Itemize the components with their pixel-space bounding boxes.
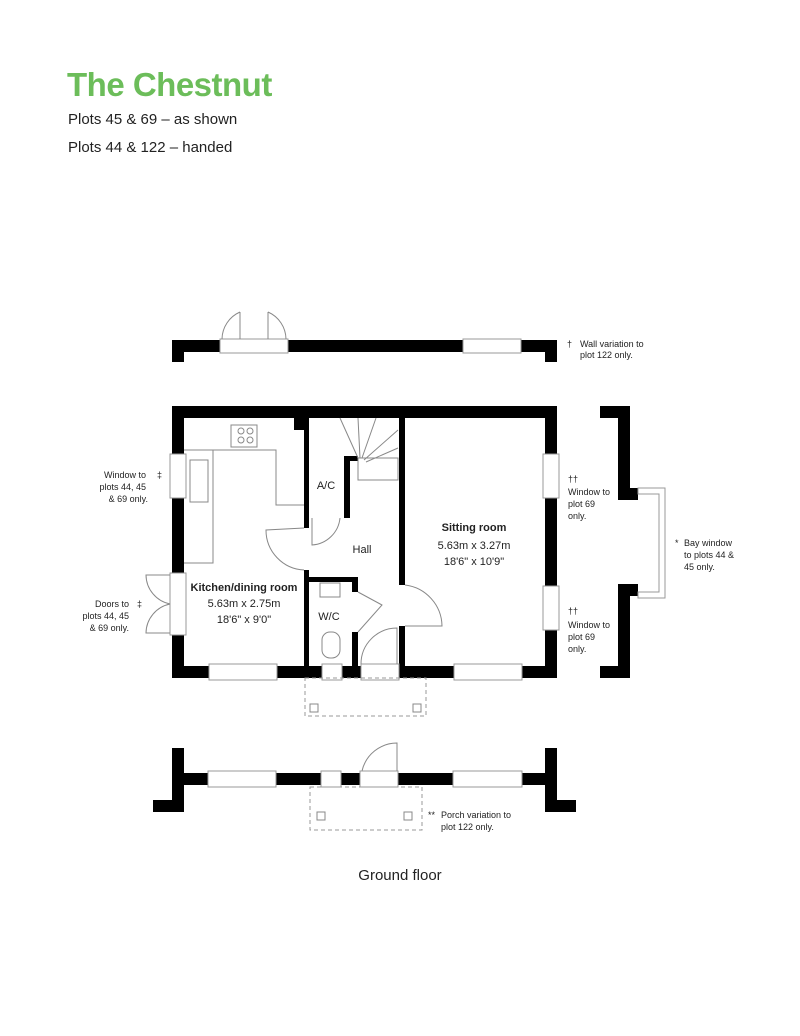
note-wall-variation: † Wall variation to plot 122 only. bbox=[567, 339, 644, 360]
note-bay-window: * Bay window to plots 44 & 45 only. bbox=[675, 538, 734, 572]
svg-text:††: †† bbox=[568, 606, 578, 616]
sitting-metric: 5.63m x 3.27m bbox=[438, 540, 511, 552]
svg-text:& 69 only.: & 69 only. bbox=[90, 623, 129, 633]
svg-text:plots 44, 45: plots 44, 45 bbox=[99, 482, 146, 492]
sitting-label: Sitting room bbox=[442, 522, 507, 534]
note-porch: ** Porch variation to plot 122 only. bbox=[428, 810, 511, 832]
basin-icon bbox=[319, 582, 341, 598]
svg-text:Window to: Window to bbox=[568, 487, 610, 497]
kitchen-metric: 5.63m x 2.75m bbox=[208, 598, 281, 610]
fixtures bbox=[184, 417, 427, 717]
note-window-right-2: †† Window to plot 69 only. bbox=[568, 606, 610, 654]
toilet-icon bbox=[321, 631, 341, 659]
doors bbox=[145, 517, 443, 665]
svg-text:45 only.: 45 only. bbox=[684, 562, 715, 572]
svg-text:only.: only. bbox=[568, 644, 586, 654]
sink-icon bbox=[189, 459, 209, 503]
svg-text:plot 122 only.: plot 122 only. bbox=[580, 350, 633, 360]
windows bbox=[169, 453, 560, 681]
svg-text:Window to: Window to bbox=[104, 470, 146, 480]
svg-text:plot 122 only.: plot 122 only. bbox=[441, 822, 494, 832]
svg-text:Porch variation to: Porch variation to bbox=[441, 810, 511, 820]
wall-variation-strip bbox=[172, 311, 557, 362]
svg-text:††: †† bbox=[568, 474, 578, 484]
note-window-right-1: †† Window to plot 69 only. bbox=[568, 474, 610, 521]
porch-outline bbox=[304, 677, 427, 717]
plots-handed: Plots 44 & 122 – handed bbox=[68, 139, 233, 156]
svg-text:plots 44, 45: plots 44, 45 bbox=[82, 611, 129, 621]
hall-label: Hall bbox=[353, 544, 372, 556]
hob-icon bbox=[230, 424, 258, 448]
svg-text:‡: ‡ bbox=[157, 470, 162, 480]
plots-as-shown: Plots 45 & 69 – as shown bbox=[68, 111, 238, 128]
floor-caption: Ground floor bbox=[358, 867, 441, 884]
note-window-left: ‡ Window to plots 44, 45 & 69 only. bbox=[99, 470, 162, 504]
svg-text:plot 69: plot 69 bbox=[568, 632, 595, 642]
bay-window bbox=[600, 406, 666, 678]
sitting-imperial: 18'6" x 10'9" bbox=[444, 556, 504, 568]
svg-text:only.: only. bbox=[568, 511, 586, 521]
svg-text:Wall variation to: Wall variation to bbox=[580, 339, 644, 349]
svg-text:Bay window: Bay window bbox=[684, 538, 733, 548]
svg-text:Window to: Window to bbox=[568, 620, 610, 630]
page-title: The Chestnut bbox=[67, 66, 272, 103]
svg-text:to plots 44 &: to plots 44 & bbox=[684, 550, 734, 560]
svg-text:†: † bbox=[567, 339, 572, 349]
svg-text:Doors to: Doors to bbox=[95, 599, 129, 609]
svg-text:‡: ‡ bbox=[137, 599, 142, 609]
kitchen-imperial: 18'6" x 9'0" bbox=[217, 614, 271, 626]
wc-label: W/C bbox=[318, 611, 339, 623]
ac-label: A/C bbox=[317, 480, 335, 492]
kitchen-label: Kitchen/dining room bbox=[191, 582, 298, 594]
note-doors-left: ‡ Doors to plots 44, 45 & 69 only. bbox=[82, 599, 142, 633]
svg-text:& 69 only.: & 69 only. bbox=[109, 494, 148, 504]
svg-text:plot 69: plot 69 bbox=[568, 499, 595, 509]
svg-text:*: * bbox=[675, 538, 679, 548]
svg-text:**: ** bbox=[428, 810, 436, 820]
porch-variation-strip bbox=[153, 742, 576, 831]
